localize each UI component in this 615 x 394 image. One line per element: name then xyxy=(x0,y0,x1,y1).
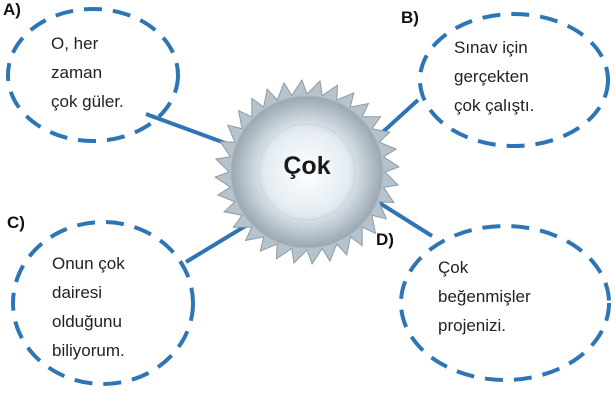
bubble-b xyxy=(418,12,610,148)
option-a-line: çok güler. xyxy=(51,92,124,111)
bubble-d xyxy=(399,224,611,382)
option-b-line: gerçekten xyxy=(454,67,529,86)
option-c-line: biliyorum. xyxy=(52,341,125,360)
option-c-text: Onun çok dairesi olduğunu biliyorum. xyxy=(52,249,125,365)
option-a-line: O, her xyxy=(51,34,99,53)
option-b-line: Sınav için xyxy=(454,38,528,57)
option-d-line: projenizi. xyxy=(438,316,507,335)
option-b-line: çok çalıştı. xyxy=(454,96,535,115)
option-c-line: dairesi xyxy=(52,283,103,302)
bubble-c xyxy=(11,220,195,386)
option-b-letter: B) xyxy=(401,8,419,27)
option-c-line: Onun çok xyxy=(52,254,125,273)
option-d-letter: D) xyxy=(376,230,394,249)
option-a-text: O, her zaman çok güler. xyxy=(51,29,124,116)
connector-d xyxy=(376,200,434,238)
option-c-line: olduğunu xyxy=(52,312,122,331)
center-label: Çok xyxy=(283,152,331,180)
option-d-line: Çok xyxy=(438,258,469,277)
option-b-text: Sınav için gerçekten çok çalıştı. xyxy=(454,33,534,120)
bubble-a xyxy=(6,7,180,143)
option-d-line: beğenmişler xyxy=(438,287,531,306)
option-a-line: zaman xyxy=(51,63,103,82)
option-d-text: Çok beğenmişler projenizi. xyxy=(438,253,531,340)
saw-blade-icon xyxy=(213,78,401,266)
connector-c xyxy=(184,220,254,264)
option-c-letter: C) xyxy=(7,213,25,232)
option-a-letter: A) xyxy=(3,0,21,19)
